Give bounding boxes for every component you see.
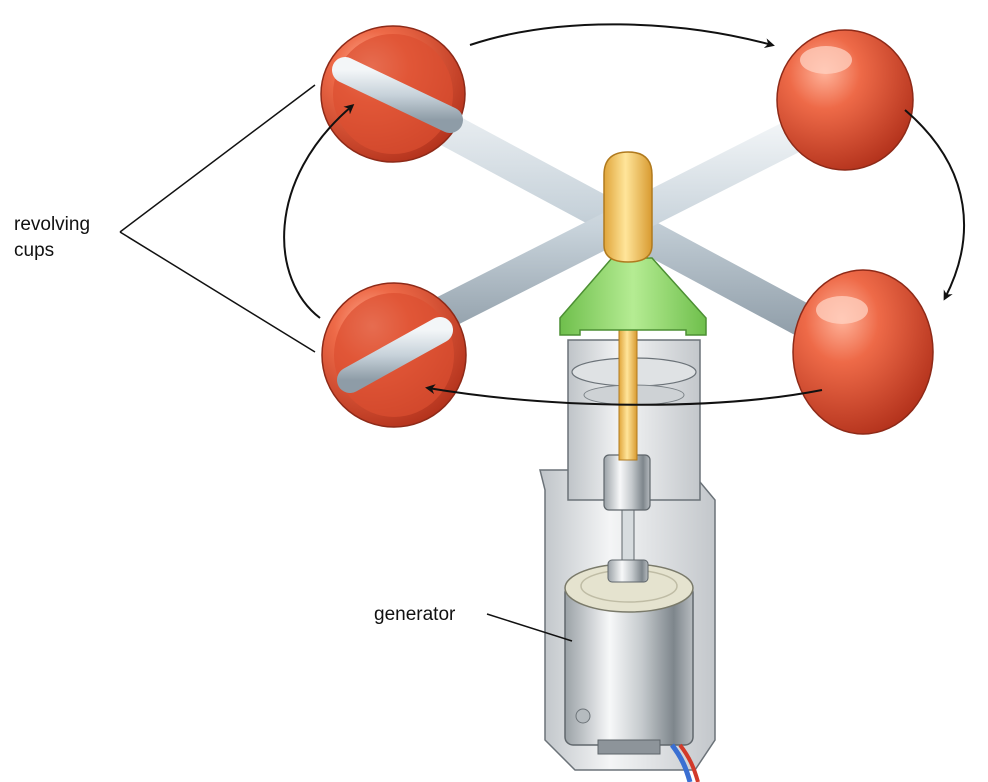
motor-vent-hole (575, 708, 591, 724)
cup-top-left (320, 25, 466, 163)
generator-motor (564, 563, 700, 782)
wire-blue (670, 743, 693, 782)
cups-label-line2: cups (14, 240, 54, 261)
shaft-coupling-lower (607, 559, 649, 583)
rotation-arrow-top (469, 23, 775, 48)
hub-cap (603, 151, 653, 263)
wire-red (678, 743, 700, 782)
rotation-arrows (283, 23, 965, 406)
cups-label-line1: revolving (14, 214, 90, 235)
rotation-arrow-left (283, 104, 355, 319)
motor-bottom-band (597, 739, 661, 755)
generator-label: generator (374, 604, 456, 625)
hub-cap-body (603, 151, 653, 263)
leader-line-cups-upper (119, 84, 316, 233)
shaft-coupling-upper (603, 454, 651, 511)
label-revolving-cups: revolving cups (14, 84, 316, 353)
cup-bottom-right (792, 269, 934, 435)
rotation-arrow-right (904, 109, 965, 301)
rotation-arrow-bottom (425, 384, 823, 406)
leader-line-generator (486, 613, 573, 642)
cup-top-right (776, 29, 914, 171)
label-generator: generator (374, 604, 573, 642)
cup-bottom-left (321, 282, 467, 428)
leader-line-cups-lower (119, 231, 316, 353)
